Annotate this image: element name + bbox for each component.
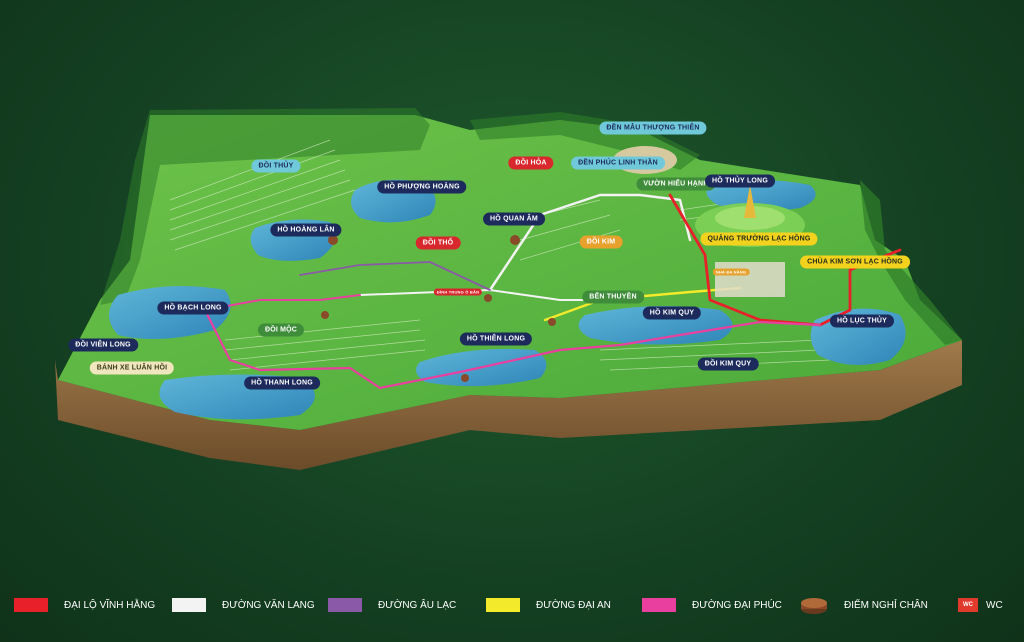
map-label-ho-quan-am: HỒ QUAN ÂM — [483, 212, 545, 226]
map-label-ben-thuyen: BẾN THUYỀN — [582, 290, 644, 304]
legend-label: ĐƯỜNG ĐẠI AN — [536, 599, 611, 611]
road-dai-phuc-2 — [204, 294, 361, 311]
terrain-soil-edge — [55, 340, 962, 470]
map-label-doi-thuy: ĐỒI THỦY — [251, 159, 301, 173]
map-label-nha-da-nang: NHÀ ĐA NĂNG — [712, 268, 750, 276]
legend-swatch-vinh-hang — [14, 598, 48, 612]
map-label-ho-phuong-hoang: HỒ PHƯỢNG HOÀNG — [377, 180, 467, 194]
map-label-ho-kim-quy: HỒ KIM QUY — [642, 306, 702, 320]
rest-stop-markers — [321, 235, 556, 382]
legend-swatch-au-lac — [328, 598, 362, 612]
map-legend: ĐẠI LỘ VĨNH HẰNG ĐƯỜNG VĂN LANG ĐƯỜNG ÂU… — [0, 590, 1024, 620]
rest-stop-icon — [800, 595, 828, 615]
wc-icon: WC — [958, 598, 978, 612]
legend-swatch-dai-an — [486, 598, 520, 612]
legend-item-wc: WC WC — [958, 590, 1003, 620]
legend-swatch-van-lang — [172, 598, 206, 612]
map-label-den-mau-thuong-thien: ĐỀN MẪU THƯỢNG THIÊN — [599, 121, 707, 135]
map-label-quang-truong-lac-hong: QUẢNG TRƯỜNG LẠC HỒNG — [700, 232, 818, 246]
road-au-lac — [299, 261, 491, 291]
legend-swatch-dai-phuc — [642, 598, 676, 612]
legend-label: WC — [986, 599, 1003, 611]
road-dai-phuc — [203, 308, 822, 390]
map-label-doi-kim: ĐỒI KIM — [579, 235, 623, 249]
map-label-ho-bach-long: HỒ BẠCH LONG — [157, 301, 229, 315]
legend-label: ĐƯỜNG ÂU LẠC — [378, 599, 457, 611]
map-label-den-phuc-linh-than: ĐỀN PHÚC LINH THẦN — [571, 156, 665, 170]
legend-item-van-lang: ĐƯỜNG VĂN LANG — [172, 590, 315, 620]
legend-item-vinh-hang: ĐẠI LỘ VĨNH HẰNG — [14, 590, 155, 620]
legend-item-dai-phuc: ĐƯỜNG ĐẠI PHÚC — [642, 590, 782, 620]
legend-item-au-lac: ĐƯỜNG ÂU LẠC — [328, 590, 456, 620]
road-van-lang-2 — [359, 289, 601, 301]
pagoda-stupa — [744, 185, 756, 218]
legend-label: ĐẠI LỘ VĨNH HẰNG — [64, 599, 156, 611]
lake-thuy-long — [706, 180, 816, 211]
map-label-doi-vien-long: ĐỒI VIÊN LONG — [68, 338, 138, 352]
legend-item-rest-stop: ĐIỂM NGHỈ CHÂN — [800, 590, 928, 620]
map-label-ho-luc-thuy: HỒ LỤC THỦY — [829, 314, 895, 328]
legend-item-dai-an: ĐƯỜNG ĐẠI AN — [486, 590, 611, 620]
map-label-chua-kim-son-lac-hong: CHÙA KIM SƠN LẠC HỒNG — [800, 255, 910, 269]
map-label-ho-hoang-lan: HỒ HOÀNG LÂN — [270, 223, 342, 237]
map-label-doi-tho: ĐỒI THỔ — [415, 236, 461, 250]
map-label-ho-thien-long: HỒ THIÊN LONG — [459, 332, 533, 346]
map-label-dinh-trung-o-ban: ĐÌNH TRUNG Ô BĂN — [433, 288, 483, 296]
resort-map: ĐỒI THỦY HỒ PHƯỢNG HOÀNG HỒ HOÀNG LÂN ĐỒ… — [55, 108, 962, 470]
map-label-banh-xe-luan-hoi: BÁNH XE LUÂN HỒI — [89, 361, 175, 375]
map-label-ho-thuy-long: HỒ THỦY LONG — [705, 174, 775, 188]
legend-label: ĐƯỜNG VĂN LANG — [222, 599, 315, 611]
map-illustration — [55, 108, 962, 470]
legend-label: ĐƯỜNG ĐẠI PHÚC — [692, 599, 782, 611]
road-van-lang — [488, 193, 692, 292]
map-label-doi-kim-quy: ĐỒI KIM QUY — [697, 357, 759, 371]
map-label-doi-hoa: ĐỒI HỎA — [508, 156, 554, 170]
legend-label: ĐIỂM NGHỈ CHÂN — [844, 599, 928, 611]
map-label-ho-thanh-long: HỒ THANH LONG — [244, 376, 320, 390]
map-label-vuon-hieu-hanh: VƯỜN HIẾU HẠNH — [636, 177, 716, 191]
map-label-doi-moc: ĐỒI MỘC — [257, 323, 305, 337]
